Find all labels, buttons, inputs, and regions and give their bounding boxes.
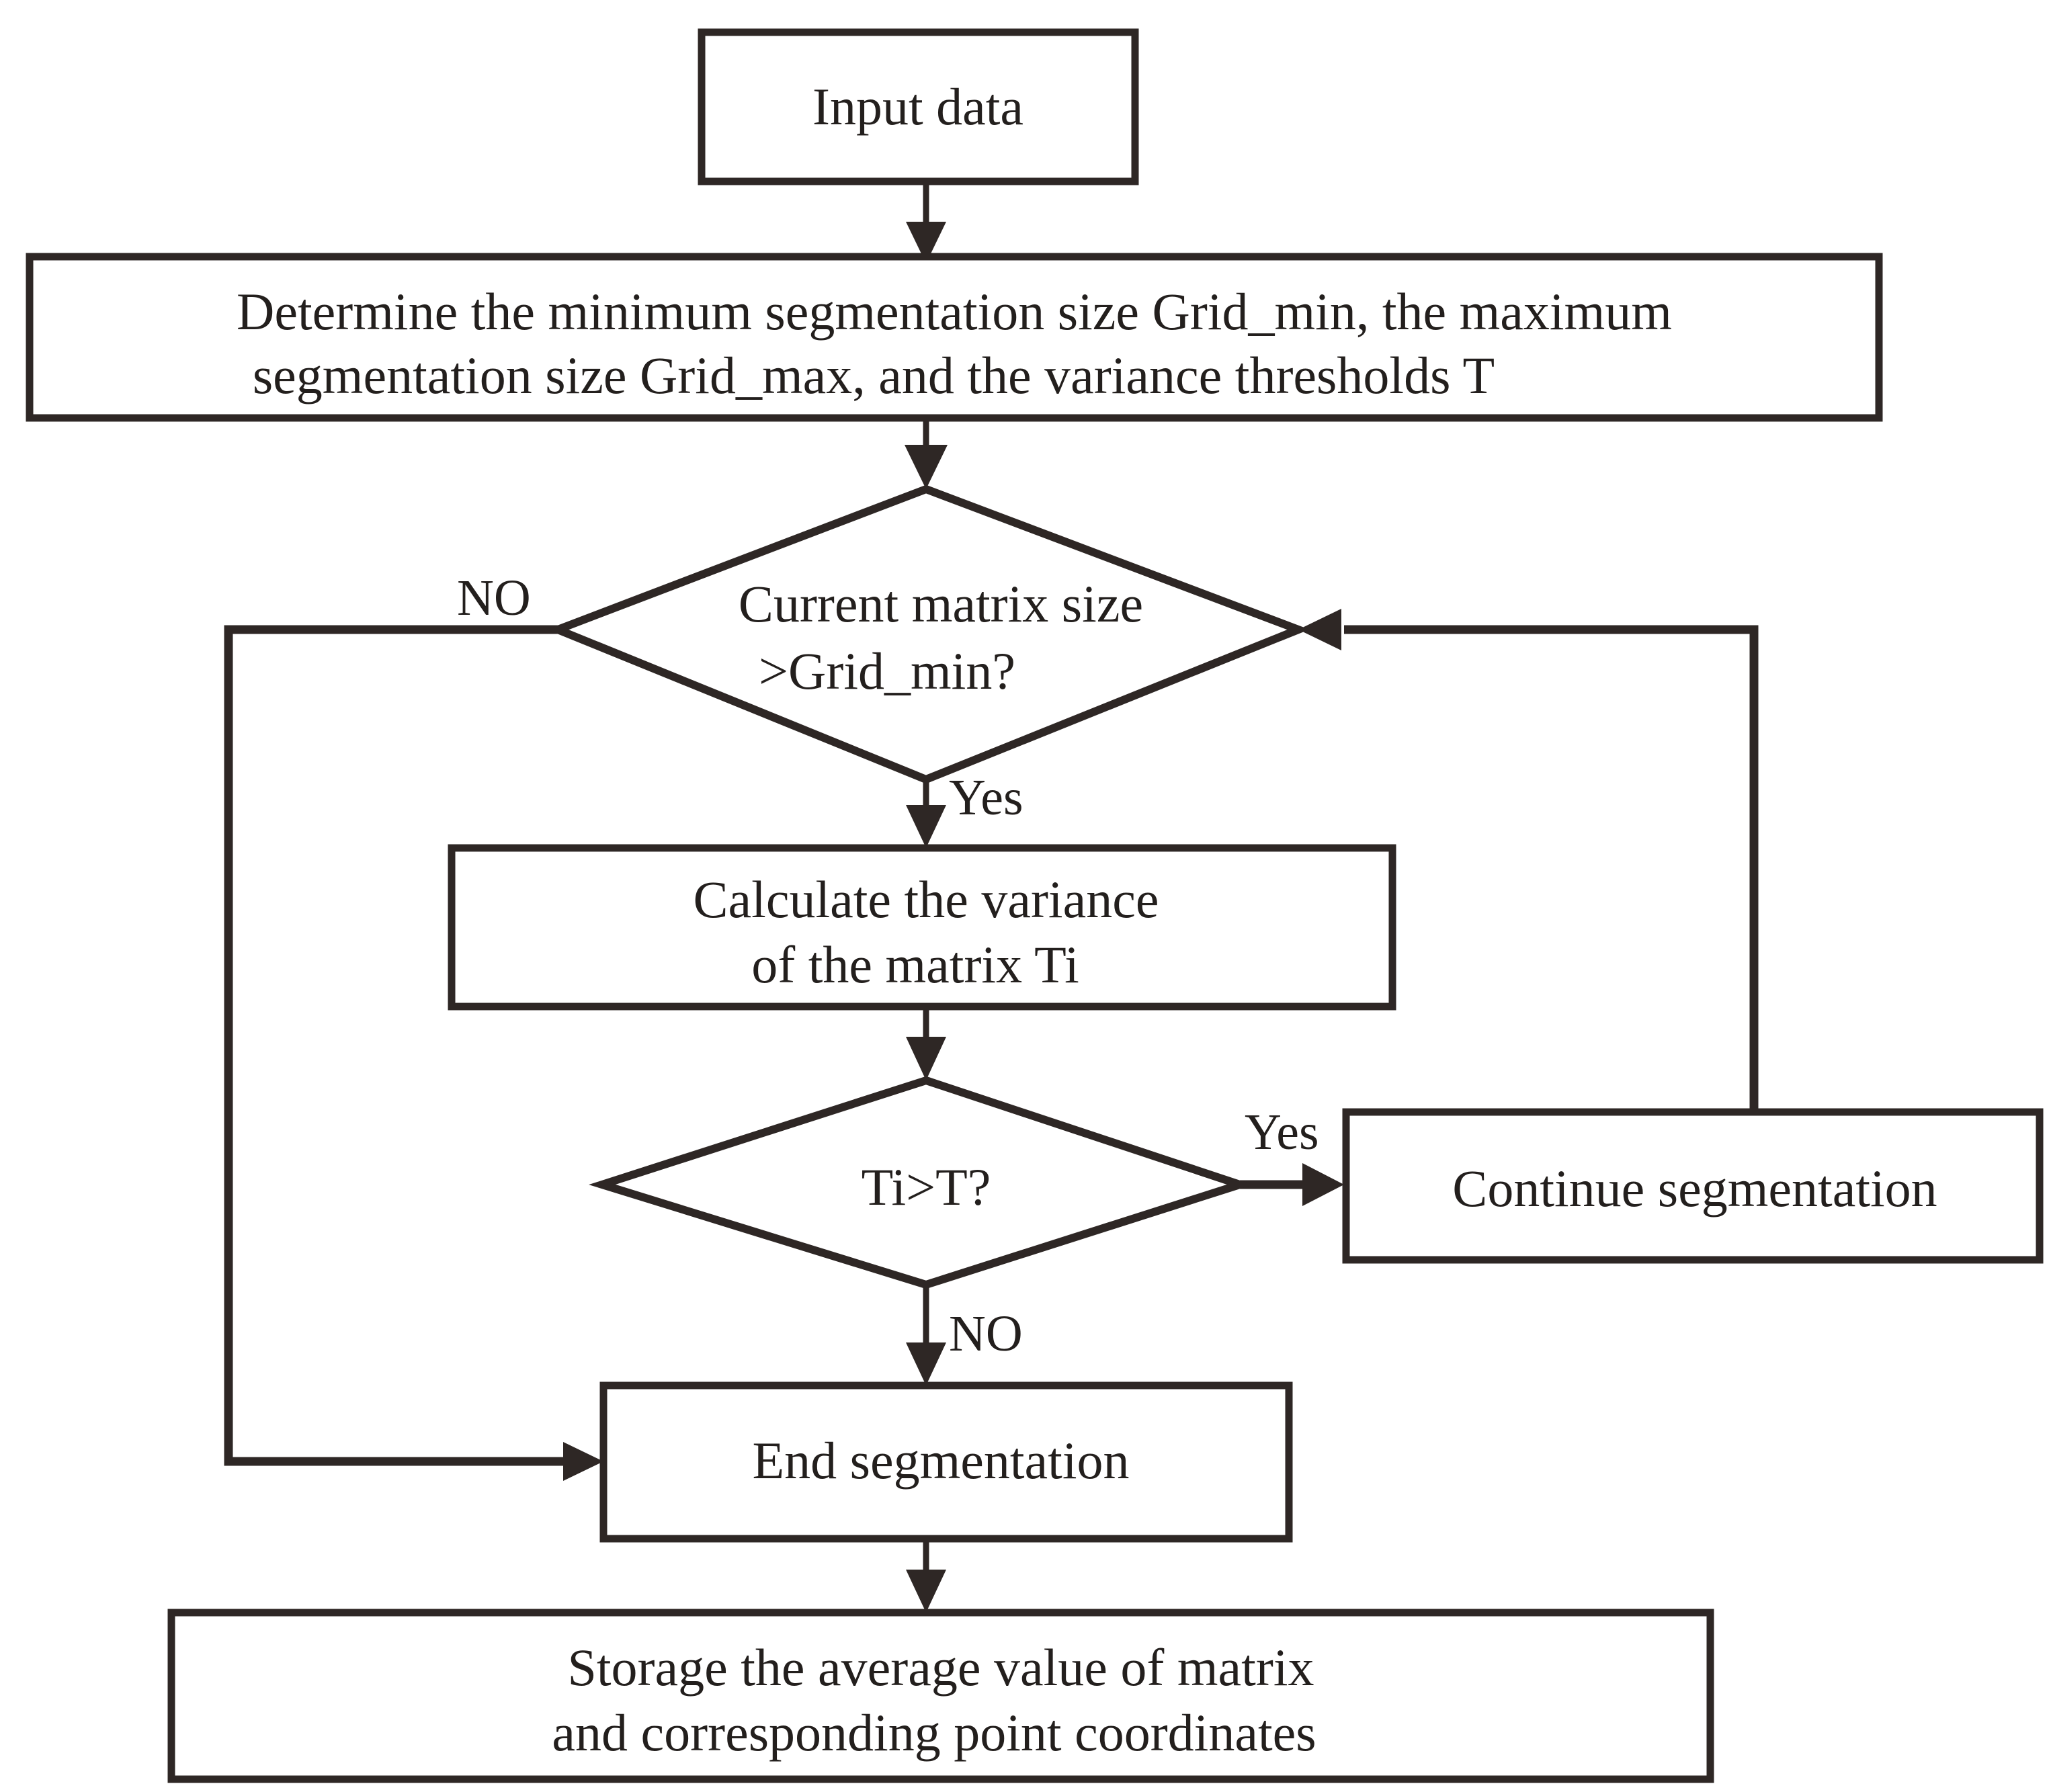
node-size-check[interactable]: Current matrix size >Grid_min? <box>546 484 1310 784</box>
node-determine-params-line2: segmentation size Grid_max, and the vari… <box>253 346 1495 404</box>
node-continue-segmentation-label: Continue segmentation <box>1452 1159 1937 1218</box>
node-storage-line2: and corresponding point coordinates <box>552 1703 1316 1762</box>
node-calc-variance-line1: Calculate the variance <box>694 870 1159 929</box>
edge-variancecheck-yes-to-continue <box>1240 1163 1344 1206</box>
edge-continue-to-sizecheck-loop <box>1298 609 1759 1112</box>
node-storage-line1: Storage the average value of matrix <box>567 1638 1314 1697</box>
edge-endseg-to-storage <box>906 1539 946 1613</box>
node-variance-check-label: Ti>T? <box>862 1158 991 1216</box>
node-storage[interactable]: Storage the average value of matrix and … <box>167 1609 1714 1783</box>
edge-determine-to-sizecheck <box>905 418 948 489</box>
node-input-data[interactable]: Input data <box>698 28 1139 185</box>
edge-input-to-determine <box>906 183 946 263</box>
node-end-segmentation[interactable]: End segmentation <box>599 1381 1293 1543</box>
node-variance-check[interactable]: Ti>T? <box>589 1076 1253 1289</box>
node-determine-params-line1: Determine the minimum segmentation size … <box>237 282 1672 341</box>
node-continue-segmentation[interactable]: Continue segmentation <box>1342 1108 2044 1264</box>
node-size-check-line1: Current matrix size <box>739 574 1143 633</box>
node-input-data-label: Input data <box>812 77 1023 136</box>
edge-sizecheck-no-to-endseg <box>224 625 603 1481</box>
node-end-segmentation-label: End segmentation <box>752 1431 1129 1490</box>
edge-label-size-check-yes: Yes <box>949 769 1023 826</box>
node-size-check-line2: >Grid_min? <box>759 642 1015 700</box>
node-determine-params[interactable]: Determine the minimum segmentation size … <box>26 253 1883 422</box>
edge-sizecheck-yes-to-calc <box>906 779 946 848</box>
node-calc-variance[interactable]: Calculate the variance of the matrix Ti <box>448 844 1396 1011</box>
node-calc-variance-line2: of the matrix Ti <box>751 935 1079 994</box>
edge-label-variance-check-yes: Yes <box>1245 1104 1319 1160</box>
edge-variancecheck-no-to-endseg <box>906 1285 946 1385</box>
edge-label-size-check-no: NO <box>457 570 531 626</box>
edge-calc-to-variancecheck <box>906 1007 946 1080</box>
edge-label-variance-check-no: NO <box>949 1306 1023 1362</box>
